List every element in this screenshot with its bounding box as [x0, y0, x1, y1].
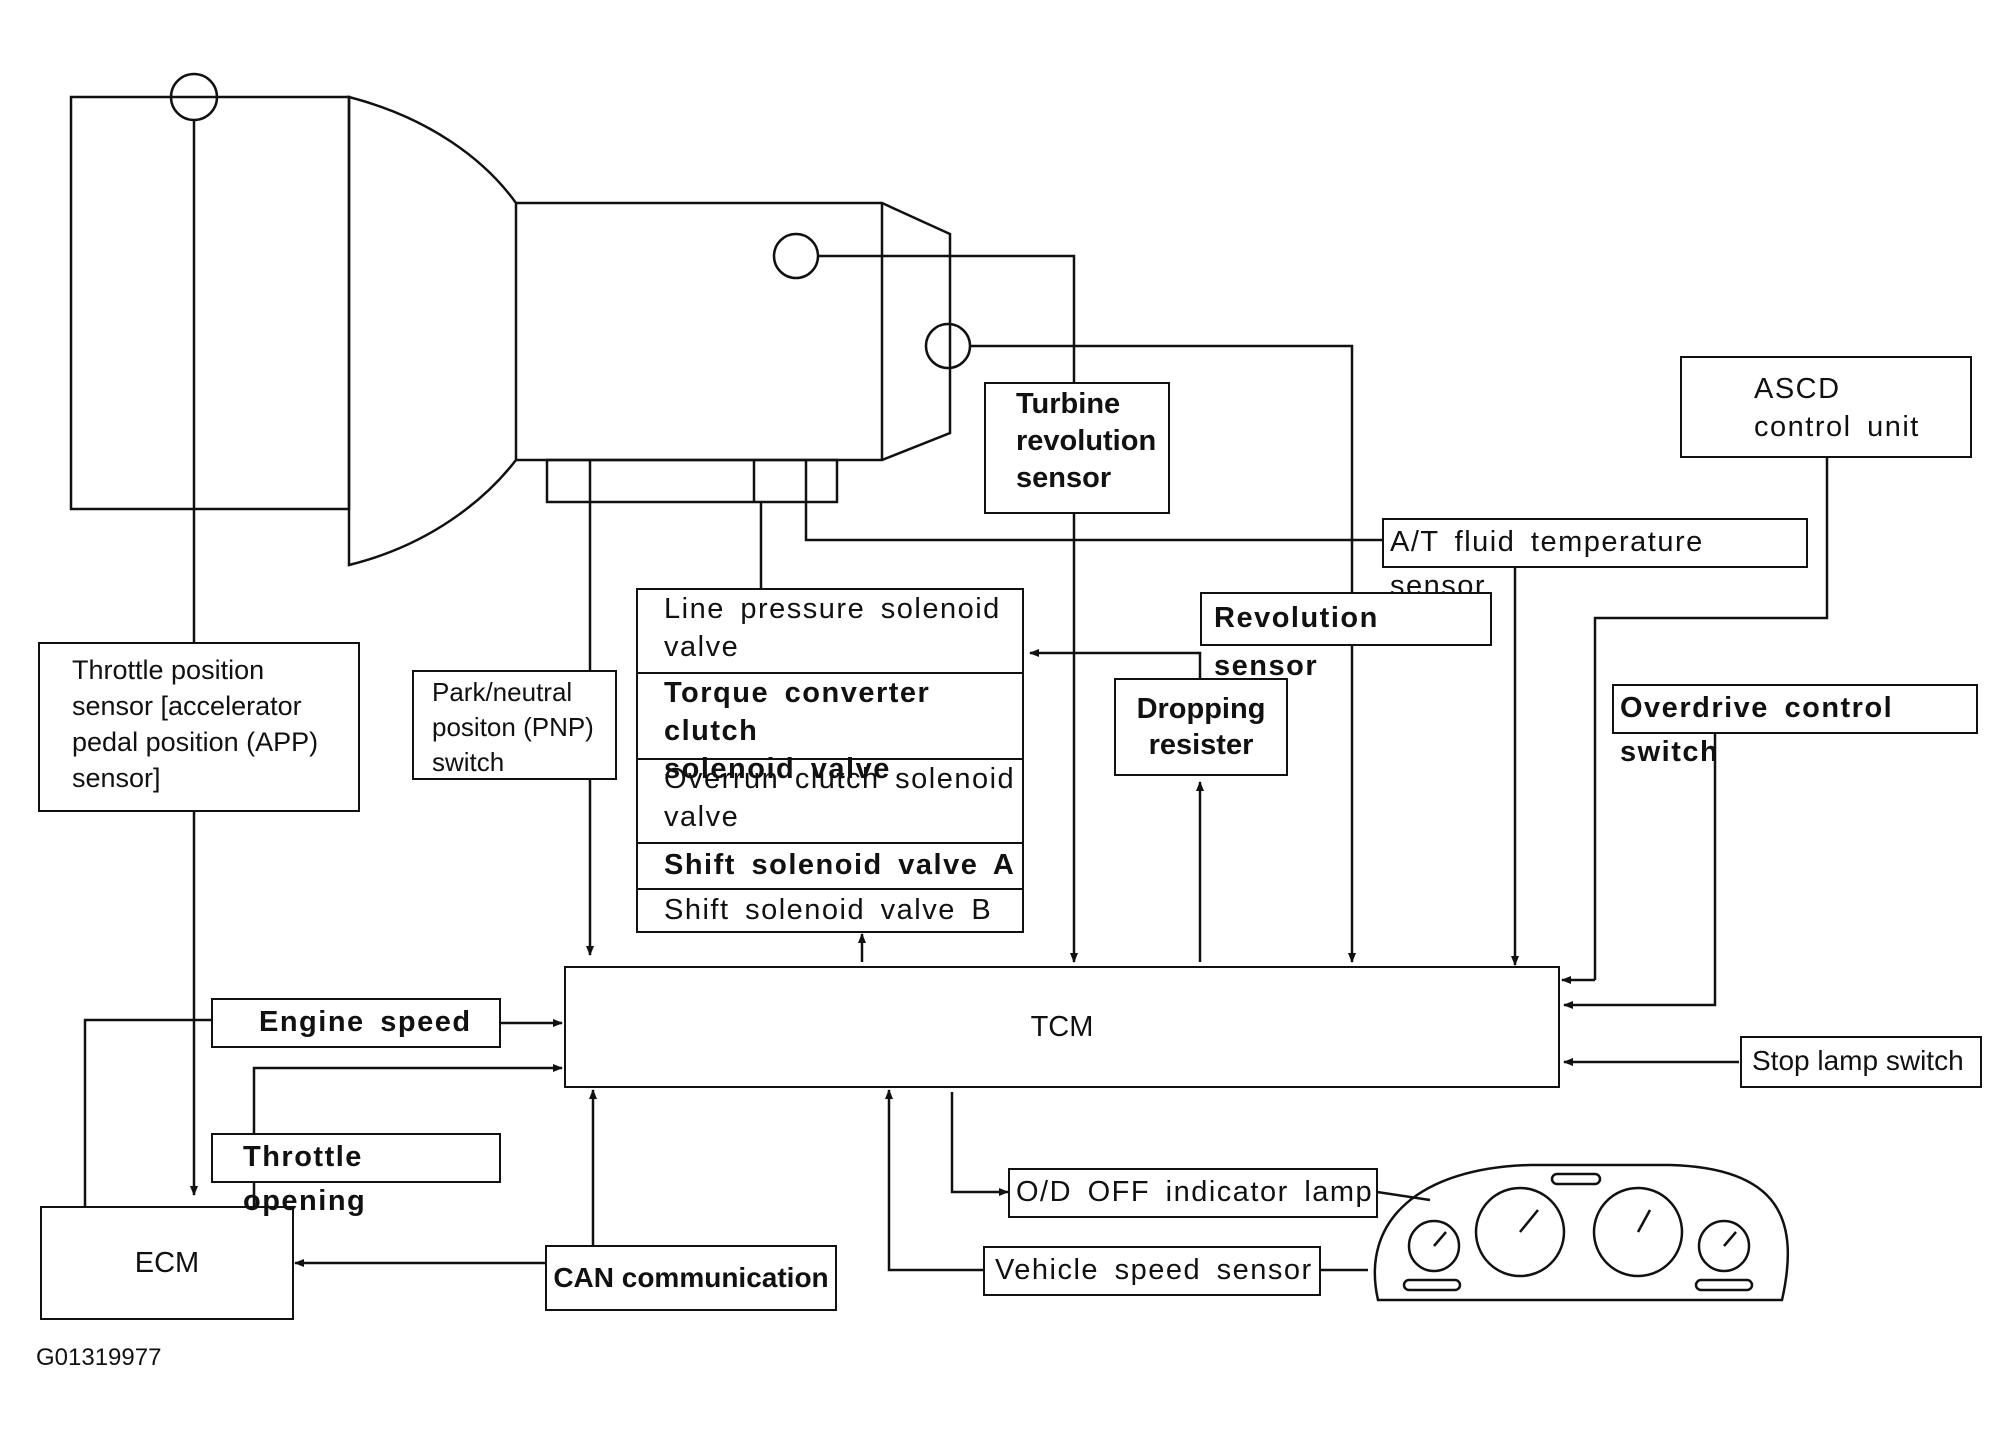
engine-speed-label: Engine speed: [259, 1006, 472, 1038]
ecm-label: ECM: [134, 1247, 200, 1279]
dropping-resister-box: Dropping resister: [1114, 678, 1288, 776]
solenoid-shift-b-label: Shift solenoid valve B: [664, 894, 993, 926]
tcm-box: TCM: [564, 966, 1560, 1088]
solenoid-shift-a-label: Shift solenoid valve A: [664, 849, 1016, 881]
at-fluid-temp-sensor-box: A/T fluid temperature sensor: [1382, 518, 1808, 602]
solenoid-torque-converter: Torque converter clutch solenoid valve: [638, 674, 1022, 785]
turbine-revolution-sensor-label: Turbine revolution sensor: [1016, 388, 1157, 494]
figure-id: G01319977: [36, 1344, 162, 1371]
stop-lamp-switch-label: Stop lamp switch: [1752, 1045, 1964, 1076]
tcm-label: TCM: [1030, 1011, 1094, 1043]
solenoid-shift-b: Shift solenoid valve B: [638, 890, 1022, 933]
turbine-revolution-sensor-box: Turbine revolution sensor: [984, 382, 1170, 514]
solenoid-torque-converter-label: Torque converter clutch solenoid valve: [664, 677, 931, 785]
transmission-drawing: [69, 95, 952, 567]
can-communication-label: CAN communication: [553, 1262, 829, 1293]
overdrive-control-switch-label: Overdrive control switch: [1620, 692, 1894, 768]
revolution-sensor-box: Revolution sensor: [1200, 592, 1492, 682]
solenoid-line-pressure-label: Line pressure solenoid valve: [664, 593, 1001, 663]
revolution-sensor-label: Revolution sensor: [1214, 602, 1379, 682]
revolution-sensor-circle: [924, 322, 972, 370]
throttle-opening-box: Throttle opening: [211, 1133, 501, 1217]
ascd-control-unit-box: ASCD control unit: [1680, 356, 1972, 458]
ascd-control-unit-label: ASCD control unit: [1754, 373, 1920, 443]
overdrive-control-switch-box: Overdrive control switch: [1612, 684, 1978, 768]
stop-lamp-switch-box: Stop lamp switch: [1740, 1036, 1982, 1088]
vehicle-speed-sensor-box: Vehicle speed sensor: [983, 1246, 1321, 1296]
throttle-position-sensor-label: Throttle position sensor [accelerator pe…: [72, 655, 319, 793]
instrument-cluster-drawing: [1373, 1163, 1790, 1302]
throttle-opening-label: Throttle opening: [243, 1141, 367, 1217]
od-off-indicator-lamp-box: O/D OFF indicator lamp: [1008, 1168, 1378, 1218]
solenoid-shift-a: Shift solenoid valve A: [638, 844, 1022, 890]
solenoid-stack: Line pressure solenoid valve Torque conv…: [636, 588, 1024, 933]
pnp-switch-label: Park/neutral positon (PNP) switch: [432, 677, 594, 777]
vehicle-speed-sensor-label: Vehicle speed sensor: [995, 1254, 1313, 1286]
solenoid-overrun-clutch: Overrun clutch solenoid valve: [638, 760, 1022, 844]
solenoid-line-pressure: Line pressure solenoid valve: [638, 590, 1022, 674]
engine-speed-box: Engine speed: [211, 998, 501, 1048]
throttle-position-sensor-box: Throttle position sensor [accelerator pe…: [38, 642, 360, 812]
pnp-switch-box: Park/neutral positon (PNP) switch: [412, 670, 617, 780]
dropping-resister-label: Dropping resister: [1136, 693, 1266, 761]
ecm-box: ECM: [40, 1206, 294, 1320]
solenoid-overrun-clutch-label: Overrun clutch solenoid valve: [664, 763, 1016, 833]
can-communication-box: CAN communication: [545, 1245, 837, 1311]
turbine-sensor-circle: [772, 232, 820, 280]
od-off-indicator-lamp-label: O/D OFF indicator lamp: [1016, 1176, 1374, 1208]
